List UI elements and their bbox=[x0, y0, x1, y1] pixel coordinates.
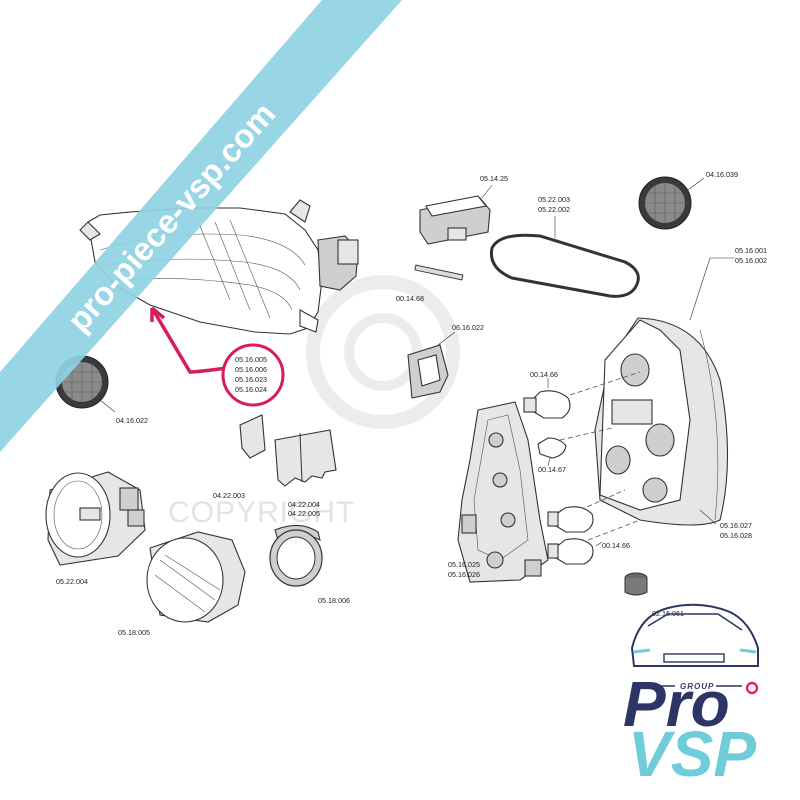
label-05-18-006: 05.18.006 bbox=[318, 596, 350, 605]
fog-lamp-ring: 05.18.006 bbox=[269, 524, 350, 605]
fog-lamp-lens: 05.18.005 bbox=[118, 531, 246, 637]
bulb-holder-board: 05.16.025 05.16.026 bbox=[448, 401, 549, 583]
cap-part: 02.16.061 bbox=[624, 572, 684, 618]
car-outline-icon bbox=[630, 603, 759, 667]
logo-vsp-text: VSP bbox=[628, 718, 756, 790]
highlight-callout: 05.16.005 05.16.006 05.16.023 05.16.024 bbox=[150, 306, 285, 407]
clip-04-22-004: 04.22.004 04.22.005 bbox=[274, 429, 337, 518]
provsp-logo: GROUP Pro VSP bbox=[623, 603, 759, 790]
label-05-22-004: 05.22.004 bbox=[56, 577, 88, 586]
label-05-22-003: 05.22.003 bbox=[538, 195, 570, 204]
label-05-22-002: 05.22.002 bbox=[538, 205, 570, 214]
label-05-16-026: 05.16.026 bbox=[448, 570, 480, 579]
label-06-16-022: 06.16.022 bbox=[452, 323, 484, 332]
reflector-right: 04.16.039 bbox=[638, 170, 738, 230]
switch-part: 05.14.25 bbox=[419, 174, 508, 245]
label-05-16-002: 05.16.002 bbox=[735, 256, 767, 265]
highlight-code-1: 05.16.005 bbox=[235, 355, 267, 364]
label-04-22-004: 04.22.004 bbox=[288, 500, 320, 509]
label-05-16-025: 05.16.025 bbox=[448, 560, 480, 569]
label-05-14-25: 05.14.25 bbox=[480, 174, 508, 183]
label-00-14-68: 00.14.68 bbox=[396, 294, 424, 303]
logo-group-text: GROUP bbox=[680, 682, 714, 691]
label-04-22-005: 04.22.005 bbox=[288, 509, 320, 518]
label-05-16-028: 05.16.028 bbox=[720, 531, 752, 540]
pin-part: 00.14.68 bbox=[396, 264, 464, 303]
highlight-code-2: 05.16.006 bbox=[235, 365, 267, 374]
connector-part: 06.16.022 bbox=[407, 323, 484, 399]
fog-lamp-left: 05.22.004 bbox=[45, 471, 146, 586]
copyright-watermark: COPYRIGHT bbox=[168, 275, 460, 529]
label-04-16-039: 04.16.039 bbox=[706, 170, 738, 179]
label-05-18-005: 05.18.005 bbox=[118, 628, 150, 637]
copyright-text: COPYRIGHT bbox=[168, 496, 355, 529]
highlight-code-3: 05.16.023 bbox=[235, 375, 267, 384]
label-05-16-001: 05.16.001 bbox=[735, 246, 767, 255]
logo-dot-icon bbox=[745, 681, 759, 695]
label-00-14-66-bottom: 00.14.66 bbox=[602, 541, 630, 550]
label-00-14-66-top: 00.14.66 bbox=[530, 370, 558, 379]
reflector-left: 04.16.022 bbox=[55, 355, 148, 425]
bulb-small: 00.14.67 bbox=[537, 437, 567, 474]
highlight-code-4: 05.16.024 bbox=[235, 385, 267, 394]
clip-04-22-003: 04.22.003 bbox=[213, 414, 266, 500]
bulb-bottom: 00.14.66 bbox=[547, 538, 630, 565]
bulb-top: 00.14.66 bbox=[523, 370, 571, 419]
label-05-16-027: 05.16.027 bbox=[720, 521, 752, 530]
tail-lamp-housing: 05.16.001 05.16.002 05.16.027 05.16.028 bbox=[594, 246, 767, 540]
logo-pro-text: Pro bbox=[623, 668, 730, 740]
bulb-mid bbox=[547, 506, 594, 533]
label-04-22-003: 04.22.003 bbox=[213, 491, 245, 500]
label-00-14-67: 00.14.67 bbox=[538, 465, 566, 474]
plate-lens: 05.22.003 05.22.002 bbox=[489, 195, 640, 298]
label-04-16-022: 04.16.022 bbox=[116, 416, 148, 425]
assembly-guides bbox=[559, 371, 641, 541]
